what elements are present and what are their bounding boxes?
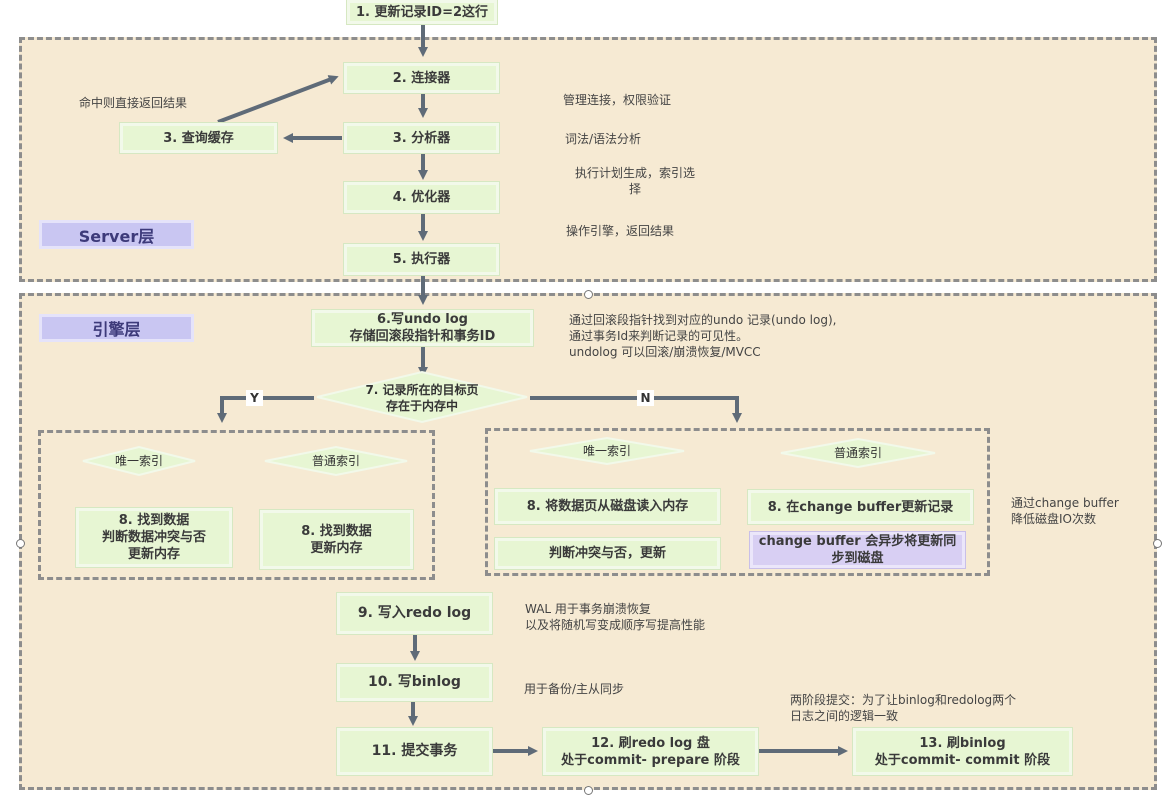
optimizer-note: 执行计划生成，索引选 择 xyxy=(569,165,701,197)
start-node: 1. 更新记录ID=2这行 xyxy=(347,0,497,24)
binlog-note: 用于备份/主从同步 xyxy=(524,682,625,696)
undo-log-line1: 6.写undo log xyxy=(377,312,468,327)
yes-unique-index-label: 唯一索引 xyxy=(114,454,163,468)
page-in-memory-line2: 存在于内存中 xyxy=(385,399,458,413)
change-buffer-note: 通过change buffer 降低磁盘IO次数 xyxy=(1011,495,1119,527)
binlog-commit-line2: 处于commit- commit 阶段 xyxy=(874,752,1051,768)
two-phase-note: 两阶段提交：为了让binlog和redolog两个 日志之间的逻辑一致 xyxy=(790,692,1016,724)
yes-branch-region xyxy=(38,430,435,580)
yes-unique-line2: 判断数据冲突与否 xyxy=(101,530,206,545)
two-phase-line1: 两阶段提交：为了让binlog和redolog两个 xyxy=(790,693,1017,707)
analyzer-note: 词法/语法分析 xyxy=(565,132,642,146)
undo-note-line3: undolog 可以回滚/崩溃恢复/MVCC xyxy=(569,345,761,359)
no-unique-read-label: 8. 将数据页从磁盘读入内存 xyxy=(526,499,689,514)
redo-log-node: 9. 写入redo log xyxy=(337,593,492,634)
wal-note-line2: 以及将随机写变成顺序写提高性能 xyxy=(525,618,706,632)
no-normal-index-label: 普通索引 xyxy=(833,446,882,460)
no-unique-read-node: 8. 将数据页从磁盘读入内存 xyxy=(495,489,720,524)
optimizer-node: 4. 优化器 xyxy=(344,182,499,213)
query-cache-node: 3. 查询缓存 xyxy=(120,123,277,153)
connector-node: 2. 连接器 xyxy=(344,63,499,93)
analyzer-node: 3. 分析器 xyxy=(344,123,499,153)
executor-note: 操作引擎，返回结果 xyxy=(566,224,675,238)
commit-label: 11. 提交事务 xyxy=(371,743,458,759)
yes-edge-label: Y xyxy=(250,391,259,405)
redo-prepare-node: 12. 刷redo log 盘处于commit- prepare 阶段 xyxy=(543,728,758,775)
redo-prepare-line1: 12. 刷redo log 盘 xyxy=(591,735,710,751)
async-line1: change buffer 会异步将更新同 xyxy=(758,534,957,549)
binlog-label: 10. 写binlog xyxy=(368,674,461,690)
executor-label: 5. 执行器 xyxy=(392,252,451,267)
optimizer-label: 4. 优化器 xyxy=(392,190,451,205)
page-in-memory-line1: 7. 记录所在的目标页 xyxy=(365,383,479,397)
yes-unique-action-node: 8. 找到数据判断数据冲突与否更新内存 xyxy=(76,508,232,567)
commit-node: 11. 提交事务 xyxy=(337,728,492,775)
no-unique-index-label: 唯一索引 xyxy=(582,444,631,458)
no-normal-cb-label: 8. 在change buffer更新记录 xyxy=(767,499,954,515)
binlog-node: 10. 写binlog xyxy=(337,664,492,701)
no-branch-region xyxy=(485,428,990,576)
optimizer-note-line1: 执行计划生成，索引选 xyxy=(574,166,695,180)
wal-note-line1: WAL 用于事务崩溃恢复 xyxy=(525,602,651,616)
yes-normal-index-label: 普通索引 xyxy=(311,454,360,468)
optimizer-note-line2: 择 xyxy=(628,182,641,196)
yes-normal-line1: 8. 找到数据 xyxy=(301,523,372,539)
connector-dot xyxy=(16,539,25,548)
connector-note: 管理连接，权限验证 xyxy=(563,93,672,107)
redo-prepare-line2: 处于commit- prepare 阶段 xyxy=(561,752,740,768)
server-layer-label: Server层 xyxy=(39,220,194,249)
no-edge-label: N xyxy=(640,391,651,405)
two-phase-line2: 日志之间的逻辑一致 xyxy=(790,709,899,723)
query-cache-label: 3. 查询缓存 xyxy=(163,130,234,146)
no-unique-update-node: 判断冲突与否，更新 xyxy=(495,538,720,569)
async-line2: 步到磁盘 xyxy=(831,551,884,566)
binlog-commit-line1: 13. 刷binlog xyxy=(919,735,1006,751)
no-normal-cb-node: 8. 在change buffer更新记录 xyxy=(748,490,973,524)
yes-normal-action-node: 8. 找到数据更新内存 xyxy=(260,510,413,569)
yes-unique-line1: 8. 找到数据 xyxy=(118,513,190,528)
server-layer-region xyxy=(19,37,1157,282)
yes-normal-line2: 更新内存 xyxy=(310,540,363,556)
analyzer-label: 3. 分析器 xyxy=(392,130,451,146)
page-in-memory-label: 7. 记录所在的目标页 存在于内存中 xyxy=(342,382,502,414)
no-normal-async-node: change buffer 会异步将更新同步到磁盘 xyxy=(750,532,965,568)
undo-note: 通过回滚段指针找到对应的undo 记录(undo log), 通过事务Id来判断… xyxy=(569,312,836,360)
wal-note: WAL 用于事务崩溃恢复 以及将随机写变成顺序写提高性能 xyxy=(525,601,705,633)
cache-hit-note: 命中则直接返回结果 xyxy=(79,96,188,110)
connector-dot xyxy=(1153,539,1162,548)
undo-log-line2: 存储回滚段指针和事务ID xyxy=(349,329,496,344)
engine-layer-label: 引擎层 xyxy=(39,314,194,342)
undo-note-line1: 通过回滚段指针找到对应的undo 记录(undo log), xyxy=(569,313,837,327)
connector-label: 2. 连接器 xyxy=(392,70,451,86)
yes-unique-line3: 更新内存 xyxy=(127,547,180,562)
redo-log-label: 9. 写入redo log xyxy=(357,605,472,621)
undo-log-node: 6.写undo log 存储回滚段指针和事务ID xyxy=(312,310,533,346)
undo-note-line2: 通过事务Id来判断记录的可见性。 xyxy=(569,329,749,343)
connector-dot xyxy=(584,290,593,299)
no-unique-update-label: 判断冲突与否，更新 xyxy=(548,546,666,561)
executor-node: 5. 执行器 xyxy=(344,244,499,275)
connector-dot xyxy=(584,786,593,795)
cb-note-line1: 通过change buffer xyxy=(1011,496,1119,510)
start-node-label: 1. 更新记录ID=2这行 xyxy=(355,4,489,20)
cb-note-line2: 降低磁盘IO次数 xyxy=(1011,512,1096,526)
